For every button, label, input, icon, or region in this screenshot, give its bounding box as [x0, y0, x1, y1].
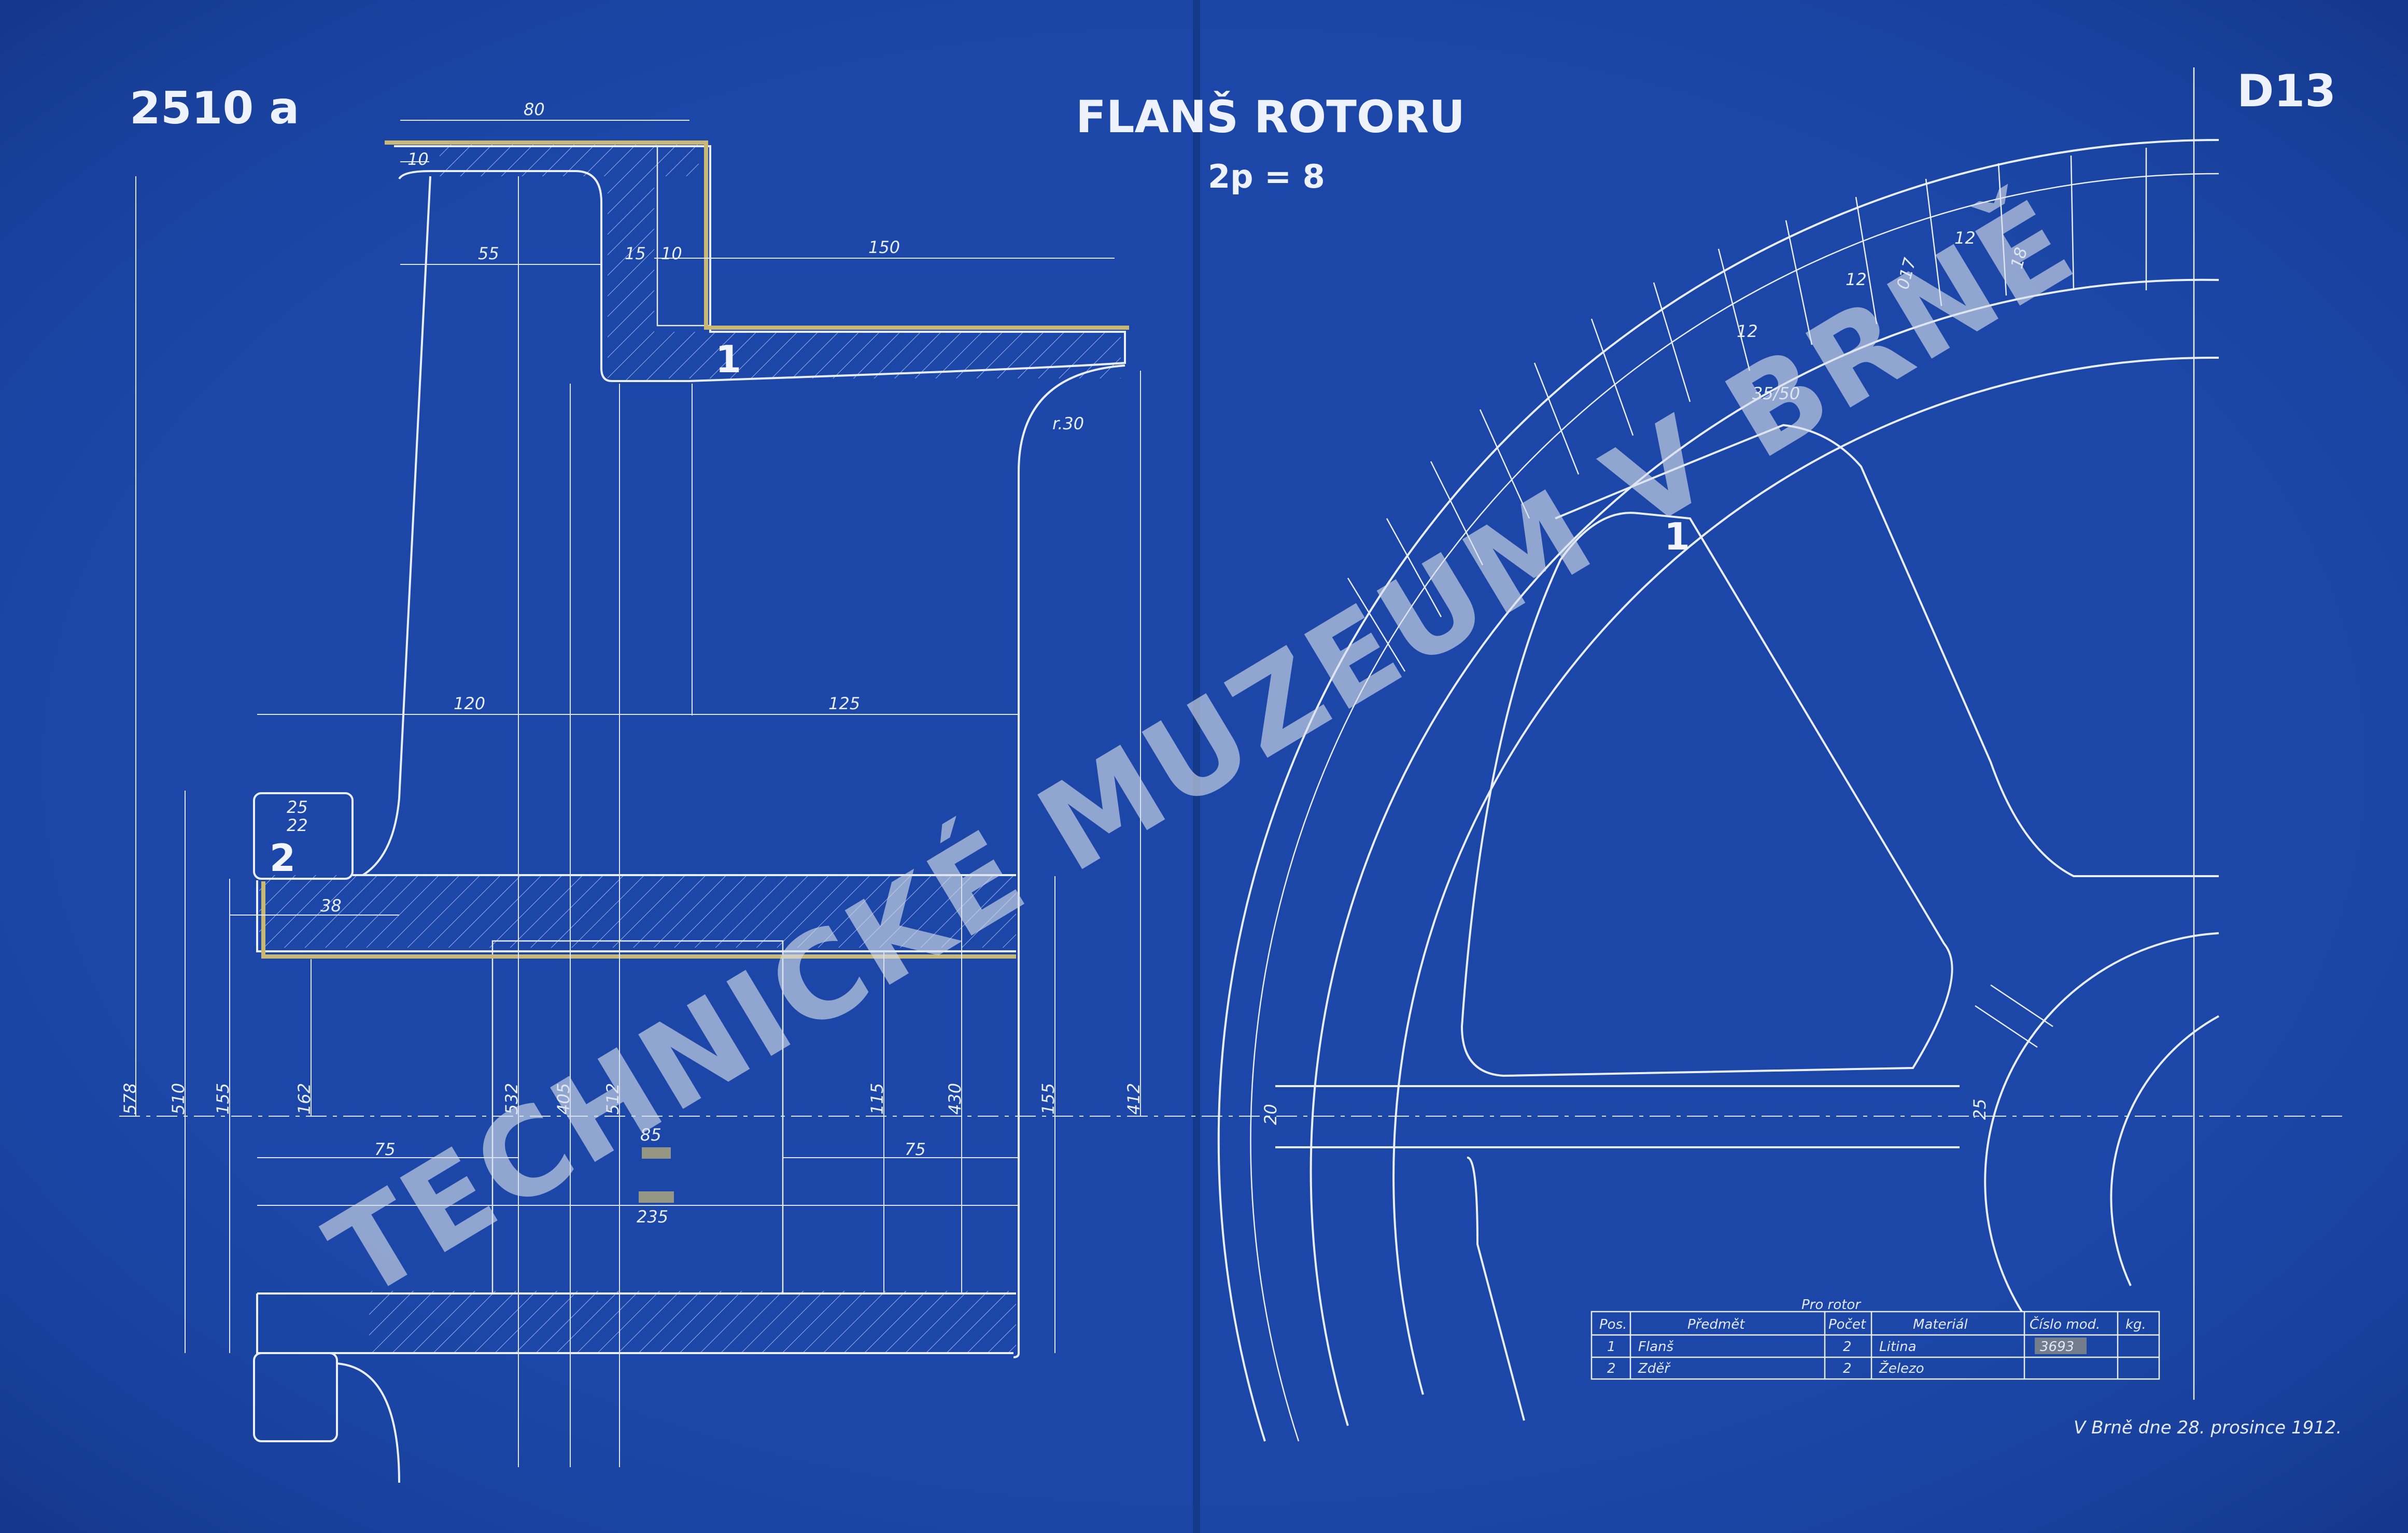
dim-12-a: 12 — [1737, 321, 1758, 341]
flange-hatch-stem — [608, 176, 654, 381]
pencil-outline-hub — [261, 881, 1016, 959]
hub-arc-inner — [2110, 1015, 2219, 1286]
row1-item: Flanš — [1638, 1339, 1674, 1355]
dim-25: 25 — [287, 797, 308, 817]
vertical-dimensions: 578 510 155 162 532 405 512 115 430 155 … — [120, 1083, 1144, 1115]
row1-material: Litina — [1879, 1339, 1917, 1355]
hub-arc-outer — [1984, 932, 2219, 1313]
flange-hatch-arm — [654, 332, 1121, 378]
hub-cap-bottom — [253, 1352, 338, 1442]
spoke-body-outline — [362, 176, 1125, 1358]
spoke-lower — [1275, 1085, 1960, 1421]
row1-pos: 1 — [1607, 1339, 1616, 1355]
row2-item: Zděř — [1638, 1361, 1671, 1376]
dim-10-mid: 10 — [661, 244, 682, 263]
pencil-outline-flange — [385, 140, 1129, 330]
dim-115: 115 — [867, 1083, 887, 1115]
dim-20-spoke: 20 — [1261, 1104, 1280, 1125]
header-material: Materiál — [1913, 1317, 1968, 1332]
inner-rim-arc — [1392, 356, 2219, 1395]
drawing-subtitle: 2p = 8 — [1208, 158, 1325, 195]
table-row: 1 Flanš 2 Litina 3693 — [1607, 1338, 2087, 1355]
slot-base-arc — [1309, 278, 2219, 1426]
dim-12-c: 12 — [1954, 228, 1976, 248]
flange-outline — [394, 145, 1126, 382]
row2-material: Železo — [1879, 1360, 1924, 1376]
dim-85-tag — [642, 1147, 671, 1159]
dim-235: 235 — [637, 1207, 668, 1227]
dim-80: 80 — [524, 100, 545, 119]
row1-count: 2 — [1843, 1339, 1852, 1355]
dim-125: 125 — [828, 694, 860, 713]
hub-hatch-lower — [369, 1291, 1016, 1353]
drawing-title: FLANŠ ROTORU — [1076, 91, 1465, 143]
dim-405: 405 — [554, 1083, 573, 1115]
dim-22: 22 — [287, 815, 308, 835]
sheet-code: D13 — [2237, 65, 2336, 117]
dim-412: 412 — [1124, 1083, 1144, 1115]
dim-r30: r.30 — [1052, 414, 1084, 433]
position-marker-1-plan: 1 — [1664, 515, 1690, 558]
dim-512: 512 — [603, 1083, 623, 1115]
spoke-upper — [1555, 424, 2219, 877]
section-view: 80 10 55 15 10 150 r.30 120 125 25 22 38… — [119, 100, 2343, 1483]
position-marker-2: 2 — [270, 836, 295, 880]
hub-outline — [256, 874, 1016, 1354]
header-count: Počet — [1828, 1317, 1866, 1332]
table-row: 2 Zděř 2 Železo — [1607, 1360, 1924, 1376]
spoke-upper-inner — [1460, 512, 1953, 1077]
parts-table-caption: Pro rotor — [1801, 1297, 1862, 1313]
dim-155-right: 155 — [1038, 1083, 1058, 1115]
plan-view: 12 12 12 017 18 35/50 20 25 1 — [1217, 139, 2219, 1442]
flange-rim-inner — [656, 146, 710, 327]
row2-count: 2 — [1843, 1361, 1852, 1376]
drawing-number: 2510 a — [130, 82, 299, 134]
web-curve-lower — [336, 1362, 400, 1483]
dim-532: 532 — [502, 1083, 522, 1115]
dim-510: 510 — [168, 1083, 188, 1115]
header-model-no: Číslo mod. — [2030, 1316, 2100, 1332]
dim-235-tag — [639, 1191, 674, 1203]
dim-430: 430 — [945, 1083, 965, 1115]
dim-55: 55 — [478, 244, 499, 263]
header-item: Předmět — [1687, 1317, 1745, 1332]
dim-75-left: 75 — [374, 1140, 396, 1159]
header-pos: Pos. — [1599, 1317, 1627, 1332]
outer-rim-arc — [1217, 139, 2219, 1442]
dim-10-top: 10 — [407, 149, 429, 169]
dim-12-b: 12 — [1846, 270, 1867, 289]
parts-table-frame — [1590, 1311, 2160, 1380]
hub-hatch-upper — [259, 875, 1016, 948]
row2-pos: 2 — [1607, 1361, 1616, 1376]
dim-162: 162 — [294, 1083, 314, 1115]
dim-38: 38 — [320, 896, 342, 916]
dim-15: 15 — [625, 244, 646, 263]
header-kg: kg. — [2125, 1317, 2146, 1332]
position-marker-1: 1 — [715, 337, 741, 381]
dim-25-spoke: 25 — [1970, 1099, 1990, 1120]
dim-85: 85 — [640, 1125, 661, 1145]
rotor-slots — [1347, 148, 2147, 672]
parts-table: Pro rotor Pos. Předmět Počet Materiál Čí… — [1590, 1297, 2160, 1380]
dim-578: 578 — [120, 1083, 140, 1115]
model-no-tag — [2035, 1338, 2087, 1354]
hub-cap-top — [253, 792, 354, 880]
row1-model-no: 3693 — [2040, 1339, 2074, 1355]
date-note: V Brně dne 28. prosince 1912. — [2074, 1417, 2342, 1438]
dim-75-right: 75 — [905, 1140, 926, 1159]
dim-120: 120 — [454, 694, 485, 713]
dim-35-50: 35/50 — [1752, 384, 1800, 403]
outer-rim-arc-2 — [1250, 173, 2219, 1442]
keyway-box — [491, 940, 784, 1295]
dim-155-left: 155 — [213, 1083, 233, 1115]
dim-150: 150 — [868, 237, 900, 257]
spoke-right-slots — [1975, 984, 2053, 1048]
